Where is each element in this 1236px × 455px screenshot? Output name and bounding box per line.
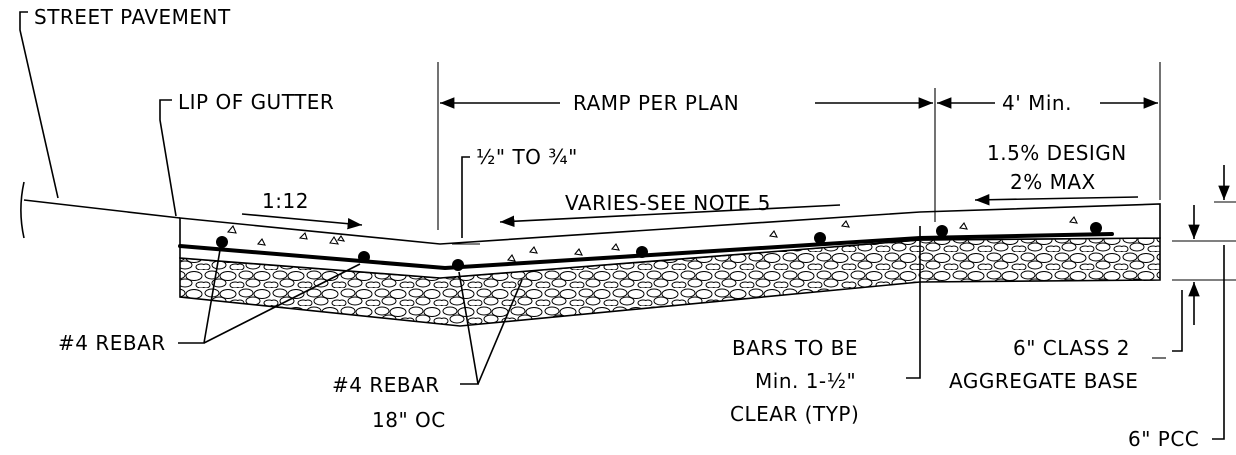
- bars-label-1: BARS TO BE: [732, 336, 858, 360]
- rebar-oc-label-2: 18" OC: [372, 408, 446, 432]
- rebar-oc-leader-2: [477, 279, 523, 385]
- clearance-leader: [906, 226, 921, 379]
- ramp-per-plan-label: RAMP PER PLAN: [573, 91, 739, 115]
- pcc-label: 6" PCC: [1128, 427, 1199, 451]
- lip-of-gutter-leader: [159, 99, 177, 217]
- bars-label-3: CLEAR (TYP): [730, 402, 859, 426]
- half-to-three-quarter-label: ½" TO ¾": [476, 145, 578, 169]
- rebar-leader-2: [203, 263, 361, 344]
- slope-arrow: [241, 213, 363, 230]
- slope-label: 1:12: [262, 189, 309, 213]
- concrete-pcc-layer: [179, 203, 1161, 279]
- four-ft-min-label: 4' Min.: [1002, 91, 1072, 115]
- base-thickness-dimension: [1172, 205, 1236, 325]
- class2-label-2: AGGREGATE BASE: [949, 369, 1138, 393]
- lip-of-gutter-label: LIP OF GUTTER: [178, 90, 334, 114]
- street-pavement-line: [20, 181, 181, 239]
- max-slope-label: 2% MAX: [1010, 170, 1096, 194]
- bars-label-2: Min. 1-½": [755, 369, 856, 393]
- rebar-label: #4 REBAR: [58, 331, 166, 355]
- pcc-thickness-dimension: [1212, 165, 1236, 440]
- rebar-oc-label-1: #4 REBAR: [332, 373, 440, 397]
- street-pavement-label: STREET PAVEMENT: [34, 5, 231, 29]
- rebar-line: [178, 232, 1114, 271]
- design-slope-label: 1.5% DESIGN: [987, 141, 1127, 165]
- varies-note-label: VARIES-SEE NOTE 5: [565, 191, 771, 215]
- class2-leader: [1172, 290, 1183, 352]
- varies-arrow: [499, 204, 841, 228]
- thickness-leader: [461, 156, 470, 238]
- concrete-speckle-marks: [226, 215, 1078, 262]
- class2-label-1: 6" CLASS 2: [1013, 336, 1130, 360]
- rebar-dots: [216, 222, 1102, 271]
- cross-slope-arrow: [974, 193, 1139, 206]
- street-pavement-leader: [19, 11, 59, 199]
